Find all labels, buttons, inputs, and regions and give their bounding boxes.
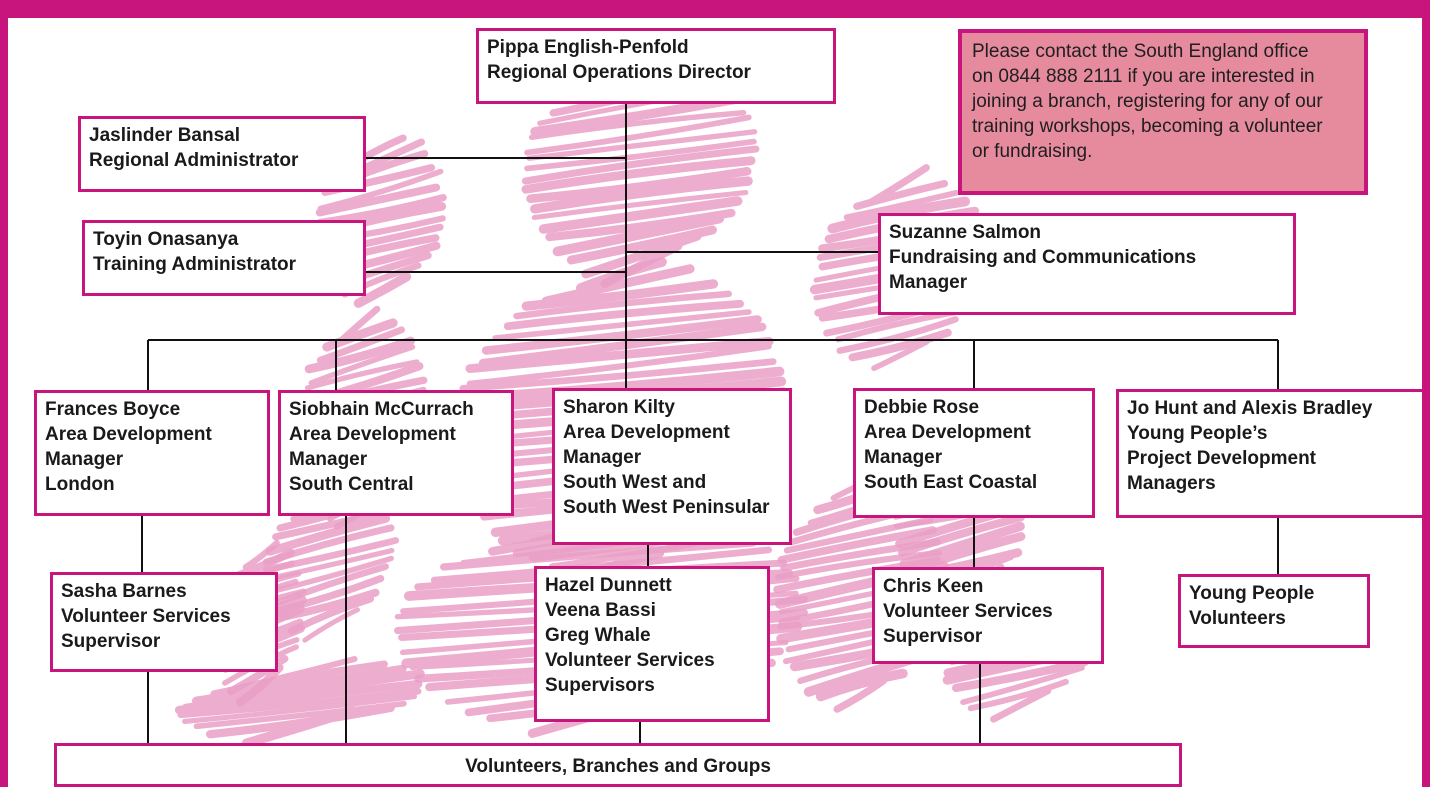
text-line: Volunteer Services — [545, 650, 715, 671]
text-line: South West Peninsular — [563, 497, 770, 518]
text-line: Training Administrator — [93, 254, 297, 275]
text-line: Area Development — [563, 422, 730, 443]
text-line: South Central — [289, 474, 414, 495]
text-line: Managers — [1127, 473, 1216, 494]
text-line: Suzanne Salmon — [889, 222, 1042, 243]
text-line: Frances Boyce — [45, 399, 181, 420]
scribble-patch — [174, 656, 425, 748]
text-line: Sasha Barnes — [61, 581, 187, 602]
text-line: Area Development — [45, 424, 212, 445]
text-line: Area Development — [289, 424, 456, 445]
text-line: Please contact the South England office — [972, 41, 1309, 62]
text-line: Sharon Kilty — [563, 397, 675, 418]
text-line: training workshops, becoming a volunteer — [972, 116, 1323, 137]
volunteers-branches-groups-box: Volunteers, Branches and Groups — [54, 743, 1182, 787]
text-line: or fundraising. — [972, 141, 1093, 162]
contact-notice: Please contact the South England office o… — [958, 29, 1368, 195]
text-line: Hazel Dunnett — [545, 575, 672, 596]
text-line: joining a branch, registering for any of… — [972, 91, 1323, 112]
text-line: Manager — [563, 447, 642, 468]
text-line: Jo Hunt and Alexis Bradley — [1127, 398, 1373, 419]
text-line: Project Development — [1127, 448, 1316, 469]
text-line: Young People — [1189, 583, 1315, 604]
text-line: Manager — [864, 447, 943, 468]
text-line: Regional Operations Director — [487, 62, 751, 83]
text-line: Volunteers — [1189, 608, 1286, 629]
text-line: Greg Whale — [545, 625, 651, 646]
text-line: Pippa English-Penfold — [487, 37, 689, 58]
text-line: Manager — [889, 272, 968, 293]
text-line: Supervisor — [61, 631, 161, 652]
text-line: Young People’s — [1127, 423, 1268, 444]
text-line: Regional Administrator — [89, 150, 299, 171]
text-line: Siobhain McCurrach — [289, 399, 474, 420]
text-line: Fundraising and Communications — [889, 247, 1197, 268]
text-line: Supervisors — [545, 675, 655, 696]
text-line: Manager — [289, 449, 368, 470]
text-line: Debbie Rose — [864, 397, 980, 418]
text-line: South West and — [563, 472, 707, 493]
text-line: Manager — [45, 449, 124, 470]
text-line: on 0844 888 2111 if you are interested i… — [972, 66, 1315, 87]
text-line: South East Coastal — [864, 472, 1038, 493]
text-line: Supervisor — [883, 626, 983, 647]
text-line: Area Development — [864, 422, 1031, 443]
text-line: Jaslinder Bansal — [89, 125, 241, 146]
text-line: Toyin Onasanya — [93, 229, 239, 250]
text-line: Volunteers, Branches and Groups — [465, 756, 771, 777]
text-line: Veena Bassi — [545, 600, 656, 621]
text-line: Chris Keen — [883, 576, 984, 597]
text-line: Volunteer Services — [61, 606, 231, 627]
text-line: London — [45, 474, 115, 495]
text-line: Volunteer Services — [883, 601, 1053, 622]
